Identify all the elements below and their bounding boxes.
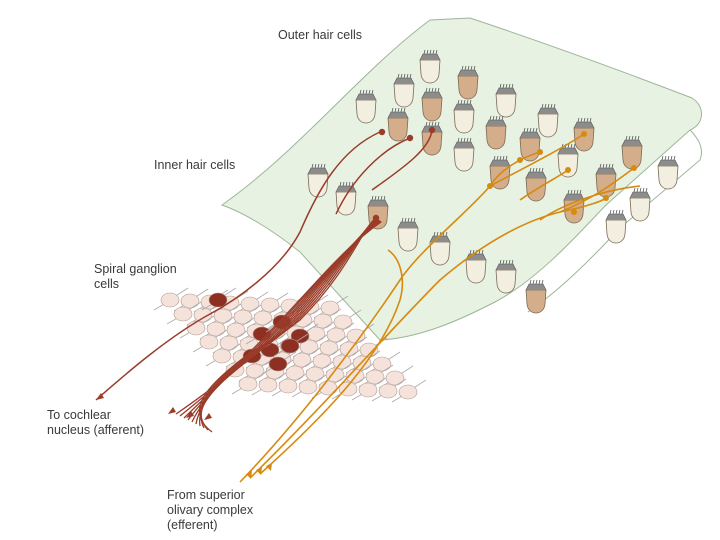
- outer-hair-cell: [422, 88, 442, 121]
- outer-hair-cell: [606, 210, 626, 243]
- efferent-synapse: [537, 149, 543, 155]
- inner-hair-cell: [526, 280, 546, 313]
- inner-hair-cell: [398, 218, 418, 251]
- inner-hair-cell: [308, 164, 328, 197]
- spiral-ganglion-cells-label: Spiral ganglion cells: [94, 262, 177, 292]
- to-cochlear-nucleus-label: To cochlear nucleus (afferent): [47, 408, 144, 438]
- inner-hair-cell: [466, 250, 486, 283]
- afferent-arrowhead: [168, 407, 176, 414]
- efferent-synapse: [565, 167, 571, 173]
- outer-hair-cell: [454, 100, 474, 133]
- inner-hair-cell: [430, 232, 450, 265]
- efferent-synapse: [517, 157, 523, 163]
- outer-hair-cell: [420, 50, 440, 83]
- inner-hair-cell: [496, 260, 516, 293]
- efferent-synapse: [571, 209, 577, 215]
- from-superior-olivary-complex-label: From superior olivary complex (efferent): [167, 488, 253, 533]
- outer-hair-cells-label: Outer hair cells: [278, 28, 362, 43]
- basilar-membrane: [222, 18, 702, 340]
- outer-hair-cell: [658, 156, 678, 189]
- afferent-synapse: [407, 135, 413, 141]
- afferent-arrowhead: [204, 413, 212, 420]
- efferent-synapse: [487, 183, 493, 189]
- outer-hair-cell: [496, 84, 516, 117]
- outer-hair-cell: [394, 74, 414, 107]
- efferent-synapse: [581, 131, 587, 137]
- outer-hair-cell: [458, 66, 478, 99]
- outer-hair-cell: [454, 138, 474, 171]
- inner-hair-cell: [336, 182, 356, 215]
- efferent-synapse: [603, 195, 609, 201]
- afferent-synapse: [429, 127, 435, 133]
- afferent-synapse: [373, 215, 379, 221]
- outer-hair-cell: [356, 90, 376, 123]
- outer-hair-cell: [538, 104, 558, 137]
- inner-hair-cells-label: Inner hair cells: [154, 158, 235, 173]
- afferent-synapse: [379, 129, 385, 135]
- outer-hair-cell: [622, 136, 642, 169]
- outer-hair-cell: [630, 188, 650, 221]
- outer-hair-cell: [486, 116, 506, 149]
- efferent-synapse: [631, 165, 637, 171]
- outer-hair-cell: [388, 108, 408, 141]
